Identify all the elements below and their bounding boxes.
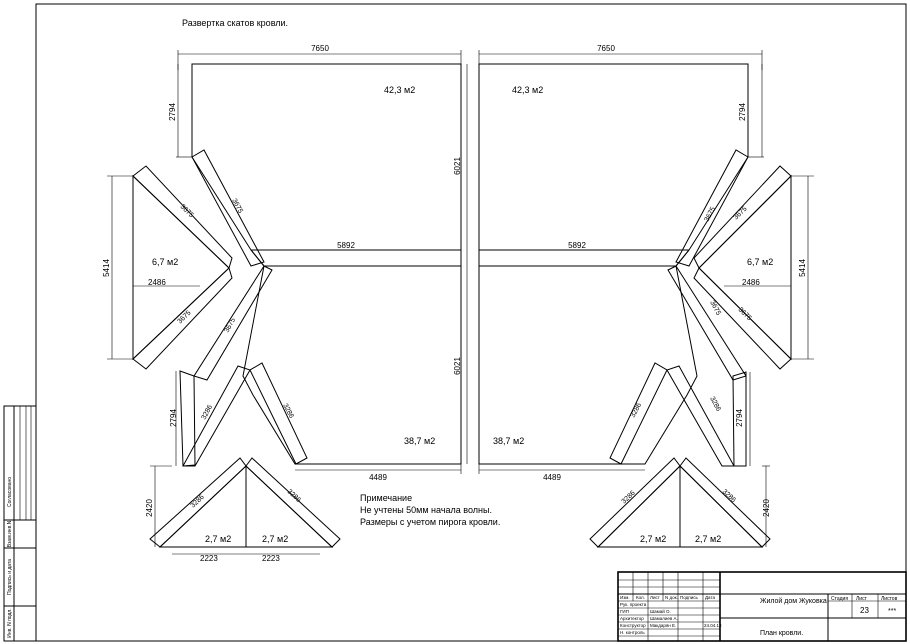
dim-label: 3286 (621, 490, 637, 506)
tb-drawing-name: План кровли. (760, 630, 803, 637)
tb-role: ГИП (620, 609, 629, 614)
note-line: Не учтены 50мм начала волны. (360, 505, 492, 515)
left-main-slope (191, 63, 462, 465)
tb-head: Дата (705, 595, 715, 600)
dim-top-width-right: 7650 (478, 44, 763, 70)
note-line: Размеры с учетом пирога кровли. (360, 517, 500, 527)
tb-sheets-total: *** (888, 608, 896, 615)
dim-label: 2794 (735, 409, 744, 427)
dim-label: 2420 (762, 499, 771, 517)
dim-label: 4489 (543, 473, 561, 482)
dim-right-height: 2794 (738, 64, 764, 158)
drawing-note: Примечание Не учтены 50мм начала волны. … (360, 493, 500, 527)
dim-label: 2794 (169, 409, 178, 427)
dim-label: 4489 (369, 473, 387, 482)
dim-label: 3675 (708, 300, 722, 317)
dim-label: 5414 (798, 259, 807, 277)
dim-label: 3675 (224, 317, 238, 334)
dim-label: 3675 (733, 206, 749, 222)
ridge-length-left: 5892 (337, 241, 355, 250)
tb-name: Макдарян Е. (650, 623, 676, 628)
right-hip-strip-upper: 3675 (675, 149, 749, 267)
area-small: 2,7 м2 (640, 534, 666, 544)
note-heading: Примечание (360, 493, 412, 503)
dim-label: 2223 (262, 554, 280, 563)
tb-head: Кол. (636, 595, 645, 600)
dim-label: 2486 (742, 278, 760, 287)
dim-bottom-run-right: 4489 (478, 464, 645, 482)
area-small: 2,7 м2 (262, 534, 288, 544)
dim-label: 2420 (145, 499, 154, 517)
dim-left-height: 2794 (168, 64, 192, 158)
dim-top-width-left: 7650 (177, 44, 462, 70)
dim-label: 3286 (630, 402, 644, 419)
tb-sheets-h: Листов (881, 596, 898, 602)
tb-role: Конструктор (620, 623, 646, 628)
tb-role: Н. контроль (620, 630, 645, 635)
tb-head: Лист (650, 595, 660, 600)
tb-stage-h: Стадия (831, 596, 848, 602)
area-main-low-right: 38,7 м2 (493, 436, 524, 446)
tb-head: Подпись (680, 595, 698, 600)
dim-label: 3675 (177, 310, 193, 326)
stamp-agreed: Согласовано (7, 477, 13, 507)
tb-project: Жилой дом Жуковка (760, 597, 827, 605)
tb-date: 24.04.13 (704, 623, 722, 628)
area-small: 2,7 м2 (205, 534, 231, 544)
dim-bottom-run-left: 4489 (295, 464, 462, 482)
area-hip-right: 6,7 м2 (747, 257, 773, 267)
dim-label: 7650 (597, 44, 615, 53)
dim-label: 3675 (737, 306, 753, 322)
dim-label: 3286 (190, 494, 206, 510)
sheet-frame (35, 3, 907, 642)
tb-sheet-no: 23 (860, 606, 869, 615)
drawing-title: Развертка скатов кровли. (182, 18, 288, 28)
left-small-triangle: 2420 2223 2223 2,7 м2 2,7 м2 3286 3286 (145, 457, 341, 563)
dim-label: 2794 (738, 103, 747, 121)
dim-label: 5414 (102, 259, 111, 277)
area-main-right: 42,3 м2 (512, 85, 543, 95)
tb-name: Шамай О. (650, 608, 671, 614)
dim-label: 2223 (200, 554, 218, 563)
dim-label: 6021 (453, 157, 462, 175)
ridge-length-right: 5892 (568, 241, 586, 250)
dim-label: 2486 (148, 278, 166, 287)
dim-label: 2794 (168, 103, 177, 121)
dim-label: 3286 (281, 403, 295, 420)
side-stamp: Согласовано Взам.инв.N Подпись и дата Ин… (3, 405, 37, 642)
stamp-inv: Инв. N подл. (7, 608, 13, 637)
area-main-left: 42,3 м2 (384, 85, 415, 95)
dim-label: 6021 (453, 357, 462, 375)
left-hip-strip-upper: 3675 (191, 149, 265, 267)
stamp-sign-date: Подпись и дата (7, 559, 13, 595)
dim-label: 3286 (721, 488, 737, 504)
title-block: Изм. Кол. Лист N док. Подпись Дата Рук. … (617, 571, 907, 642)
right-small-slope-strips: 3286 3286 (609, 362, 735, 467)
right-hip-triangle: 5414 2486 6,7 м2 3675 3675 (693, 165, 814, 370)
tb-head: Изм. (620, 595, 630, 600)
dim-main-height-upper: 6021 (453, 64, 468, 266)
dim-label: 7650 (311, 44, 329, 53)
area-main-low-left: 38,7 м2 (404, 436, 435, 446)
right-small-triangle: 2420 2,7 м2 2,7 м2 3286 3286 (589, 457, 771, 548)
dim-label: 3286 (708, 396, 722, 413)
tb-head: N док. (665, 595, 678, 600)
area-small: 2,7 м2 (695, 534, 721, 544)
tb-role: Архитектор (620, 616, 644, 621)
dim-label: 3675 (230, 198, 244, 215)
tb-name: Шамалиев А. (650, 616, 678, 621)
right-main-slope (478, 63, 749, 465)
area-hip-left: 6,7 м2 (152, 257, 178, 267)
stamp-replaced: Взам.инв.N (7, 520, 13, 547)
dim-main-height-lower: 6021 (453, 266, 468, 464)
right-lower-strip: 2794 (732, 371, 751, 467)
left-hip-triangle: 5414 2486 6,7 м2 3675 3675 (102, 165, 233, 370)
dim-label: 3675 (704, 206, 718, 223)
tb-role: Рук. проекта (620, 602, 647, 607)
tb-sheet-h: Лист (856, 596, 868, 602)
dim-label: 3675 (179, 203, 195, 219)
